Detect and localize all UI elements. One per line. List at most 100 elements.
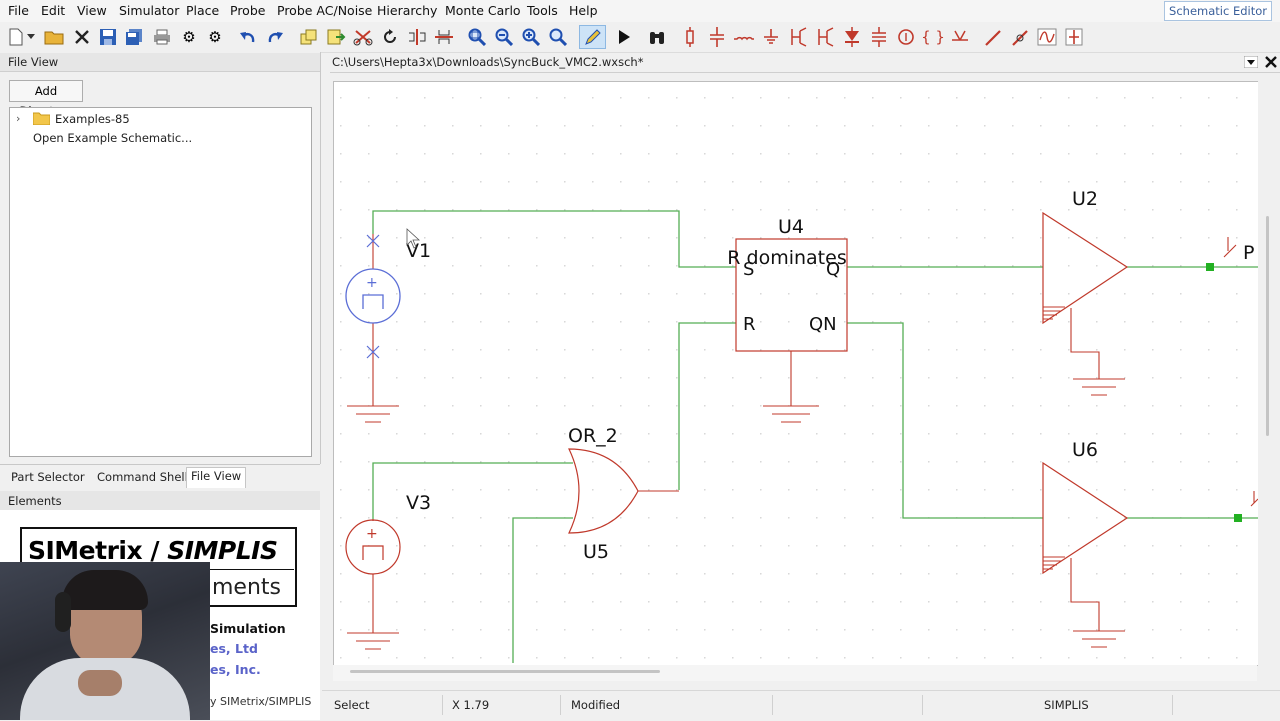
menu-edit[interactable]: Edit bbox=[41, 3, 66, 18]
or-gate-u5[interactable] bbox=[568, 448, 679, 534]
add-directory-button[interactable]: Add Directory bbox=[9, 80, 83, 118]
menu-probe[interactable]: Probe bbox=[230, 3, 266, 18]
u4-flip-flop[interactable] bbox=[735, 238, 848, 423]
rotate-icon[interactable] bbox=[378, 26, 402, 48]
current-probe-icon[interactable] bbox=[1008, 26, 1032, 48]
ground-icon[interactable] bbox=[759, 26, 783, 48]
menu-bar: File Edit View Simulator Place Probe Pro… bbox=[0, 0, 1280, 22]
tree-item-open-example[interactable]: Open Example Schematic... bbox=[33, 131, 193, 145]
save-icon[interactable] bbox=[96, 26, 120, 48]
headphone-icon bbox=[55, 592, 71, 632]
wire-v1-to-s[interactable] bbox=[372, 210, 736, 268]
menu-hierarchy[interactable]: Hierarchy bbox=[377, 3, 438, 18]
draw-wire-pencil-icon[interactable] bbox=[579, 25, 606, 49]
u2-driver[interactable] bbox=[1042, 211, 1129, 396]
file-tree[interactable]: › Examples-85 Open Example Schematic... bbox=[9, 107, 312, 457]
u2-output-node[interactable] bbox=[1206, 263, 1214, 271]
banner-footer: y SIMetrix/SIMPLIS bbox=[210, 695, 312, 708]
junction-icon[interactable] bbox=[948, 26, 972, 48]
window-menu-dropdown-icon[interactable] bbox=[1244, 56, 1258, 68]
zoom-in-icon[interactable] bbox=[519, 26, 543, 48]
undo-icon[interactable] bbox=[236, 26, 260, 48]
u4-note: R dominates bbox=[727, 247, 846, 269]
status-simulator: SIMPLIS bbox=[1044, 698, 1089, 712]
npn-transistor-icon[interactable] bbox=[786, 26, 810, 48]
wire-qn-to-u6[interactable] bbox=[847, 322, 1043, 519]
pin-q-label: Q bbox=[826, 259, 840, 280]
capacitor-icon[interactable] bbox=[705, 26, 729, 48]
u2-probe-icon[interactable] bbox=[1223, 237, 1237, 258]
cut-wire-icon[interactable] bbox=[351, 26, 375, 48]
tree-item-examples[interactable]: Examples-85 bbox=[55, 112, 130, 126]
wire-or-second-input[interactable] bbox=[512, 517, 573, 663]
menu-monte-carlo[interactable]: Monte Carlo bbox=[445, 3, 521, 18]
resistor-icon[interactable] bbox=[678, 26, 702, 48]
schematic-editor-label[interactable]: Schematic Editor bbox=[1164, 1, 1272, 21]
bracket-icon[interactable]: { } bbox=[921, 27, 945, 46]
horizontal-scroll-thumb[interactable] bbox=[350, 670, 660, 673]
paste-component-icon[interactable] bbox=[324, 26, 348, 48]
wire-or-to-r[interactable] bbox=[678, 322, 736, 490]
redo-icon[interactable] bbox=[263, 26, 287, 48]
tab-part-selector[interactable]: Part Selector bbox=[11, 470, 85, 484]
save-all-icon[interactable] bbox=[122, 26, 146, 48]
document-title-bar: C:\Users\Hepta3x\Downloads\SyncBuck_VMC2… bbox=[330, 53, 1280, 73]
v1-source[interactable]: + bbox=[345, 234, 401, 423]
horizontal-scrollbar[interactable] bbox=[333, 665, 1257, 681]
menu-tools[interactable]: Tools bbox=[527, 3, 558, 18]
v1-plus: + bbox=[366, 275, 378, 291]
inductor-icon[interactable] bbox=[732, 26, 756, 48]
zoom-box-icon[interactable] bbox=[546, 26, 570, 48]
logo-simplis-text: SIMPLIS bbox=[167, 536, 278, 565]
schematic-canvas[interactable]: + V1 + V3 U4 S Q R QN R dominates OR_2 bbox=[333, 81, 1259, 666]
copy-component-icon[interactable] bbox=[297, 26, 321, 48]
probe-icon[interactable] bbox=[981, 26, 1005, 48]
panel-tabs: Part Selector Command Shell File View bbox=[0, 464, 320, 489]
webcam-hand bbox=[78, 670, 122, 696]
find-binoculars-icon[interactable] bbox=[645, 26, 669, 48]
banner-line-simulation: Simulation bbox=[210, 621, 286, 636]
waveform-icon[interactable] bbox=[1035, 26, 1059, 48]
flip-icon[interactable] bbox=[405, 26, 429, 48]
menu-help[interactable]: Help bbox=[569, 3, 598, 18]
fixed-probe-icon[interactable] bbox=[1062, 26, 1086, 48]
u6-probe-icon[interactable] bbox=[1250, 491, 1258, 507]
menu-view[interactable]: View bbox=[77, 3, 107, 18]
print-icon[interactable] bbox=[150, 26, 174, 48]
menu-file[interactable]: File bbox=[8, 3, 29, 18]
zoom-out-icon[interactable] bbox=[492, 26, 516, 48]
mirror-icon[interactable] bbox=[432, 26, 456, 48]
tab-file-view[interactable]: File View bbox=[186, 467, 247, 488]
wire-v3-to-or[interactable] bbox=[372, 462, 573, 519]
tab-command-shell[interactable]: Command Shell bbox=[97, 470, 188, 484]
switch-icon[interactable] bbox=[867, 26, 891, 48]
new-file-icon[interactable] bbox=[4, 26, 28, 48]
status-separator bbox=[560, 695, 561, 715]
status-mode: Select bbox=[334, 698, 370, 712]
vertical-scroll-thumb[interactable] bbox=[1266, 216, 1269, 436]
expand-chevron-icon[interactable]: › bbox=[16, 112, 21, 125]
zoom-fit-icon[interactable] bbox=[465, 26, 489, 48]
banner-line-inc: es, Inc. bbox=[210, 662, 261, 677]
v3-source[interactable]: + bbox=[345, 519, 401, 650]
close-icon[interactable] bbox=[70, 26, 94, 48]
options-gear-icon[interactable]: ⚙ bbox=[208, 27, 222, 46]
run-play-icon[interactable] bbox=[612, 26, 636, 48]
menu-probe-ac-noise[interactable]: Probe AC/Noise bbox=[277, 3, 373, 18]
u4-label: U4 bbox=[778, 216, 804, 238]
settings-gear-icon[interactable]: ⚙ bbox=[182, 27, 196, 46]
u5-label: U5 bbox=[583, 541, 609, 563]
u6-output-node[interactable] bbox=[1234, 514, 1242, 522]
menu-simulator[interactable]: Simulator bbox=[119, 3, 180, 18]
diode-icon[interactable] bbox=[840, 26, 864, 48]
open-folder-icon[interactable] bbox=[42, 26, 66, 48]
status-separator bbox=[922, 695, 923, 715]
new-dropdown-icon[interactable] bbox=[24, 26, 38, 48]
source-icon[interactable] bbox=[894, 26, 918, 48]
status-separator bbox=[1172, 695, 1173, 715]
menu-place[interactable]: Place bbox=[186, 3, 220, 18]
close-document-icon[interactable] bbox=[1264, 55, 1278, 69]
u6-driver[interactable] bbox=[1042, 461, 1129, 648]
vertical-scrollbar[interactable] bbox=[1258, 81, 1280, 681]
pnp-transistor-icon[interactable] bbox=[813, 26, 837, 48]
